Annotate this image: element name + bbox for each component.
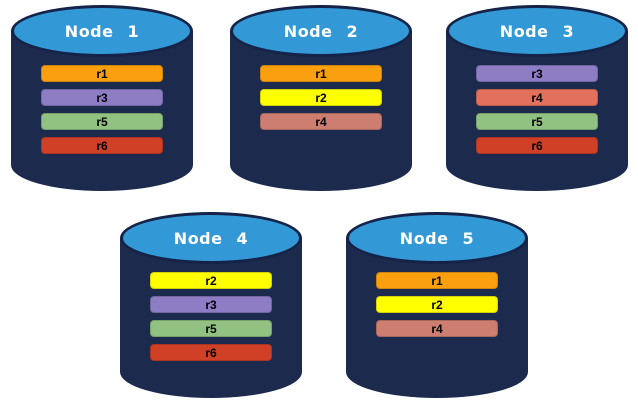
node-5: Node 5 r1 r2 r4: [346, 212, 528, 398]
cylinder-top: Node 2: [230, 5, 412, 57]
replica-label: r3: [205, 297, 217, 312]
node-title: Node 1: [64, 21, 140, 41]
replica-label: r4: [431, 321, 443, 336]
replica-bar-r2: r2: [376, 296, 498, 313]
replica-label: r5: [205, 321, 217, 336]
replica-label: r5: [96, 114, 108, 129]
replica-bar-r1: r1: [260, 65, 382, 82]
replica-label: r3: [96, 90, 108, 105]
replica-bar-r4: r4: [476, 89, 598, 106]
replica-label: r6: [531, 138, 543, 153]
cylinder-body: [11, 31, 193, 191]
replica-bar-r4: r4: [260, 113, 382, 130]
node-title: Node 4: [173, 228, 249, 248]
replica-label: r6: [96, 138, 108, 153]
node-1: Node 1 r1 r3 r5 r6: [11, 5, 193, 191]
replica-label: r1: [431, 273, 443, 288]
cylinder-top: Node 4: [120, 212, 302, 264]
node-title: Node 5: [399, 228, 475, 248]
replica-bar-r1: r1: [376, 272, 498, 289]
replica-bar-r6: r6: [476, 137, 598, 154]
replica-bar-r3: r3: [476, 65, 598, 82]
replica-bar-r1: r1: [41, 65, 163, 82]
replica-bar-r3: r3: [41, 89, 163, 106]
node-title: Node 2: [283, 21, 359, 41]
replica-bar-r3: r3: [150, 296, 272, 313]
node-2: Node 2 r1 r2 r4: [230, 5, 412, 191]
cylinder-body: [230, 31, 412, 191]
replica-label: r2: [205, 273, 217, 288]
replica-list: r1 r2 r4: [230, 65, 412, 130]
replica-bar-r5: r5: [150, 320, 272, 337]
replica-bar-r6: r6: [41, 137, 163, 154]
replica-bar-r4: r4: [376, 320, 498, 337]
replica-bar-r6: r6: [150, 344, 272, 361]
cylinder-top: Node 5: [346, 212, 528, 264]
replica-label: r5: [531, 114, 543, 129]
replica-bar-r2: r2: [260, 89, 382, 106]
replica-label: r1: [315, 66, 327, 81]
replica-list: r2 r3 r5 r6: [120, 272, 302, 361]
replica-label: r4: [315, 114, 327, 129]
replica-label: r2: [315, 90, 327, 105]
cylinder-top: Node 3: [446, 5, 628, 57]
replica-bar-r5: r5: [476, 113, 598, 130]
node-4: Node 4 r2 r3 r5 r6: [120, 212, 302, 398]
replica-list: r3 r4 r5 r6: [446, 65, 628, 154]
node-3: Node 3 r3 r4 r5 r6: [446, 5, 628, 191]
replica-list: r1 r2 r4: [346, 272, 528, 337]
cylinder-top: Node 1: [11, 5, 193, 57]
replica-bar-r2: r2: [150, 272, 272, 289]
replica-bar-r5: r5: [41, 113, 163, 130]
cylinder-body: [346, 238, 528, 398]
replica-list: r1 r3 r5 r6: [11, 65, 193, 154]
cylinder-body: [446, 31, 628, 191]
replica-label: r3: [531, 66, 543, 81]
cylinder-body: [120, 238, 302, 398]
node-title: Node 3: [499, 21, 575, 41]
replica-label: r4: [531, 90, 543, 105]
replica-label: r1: [96, 66, 108, 81]
replica-label: r2: [431, 297, 443, 312]
replica-label: r6: [205, 345, 217, 360]
